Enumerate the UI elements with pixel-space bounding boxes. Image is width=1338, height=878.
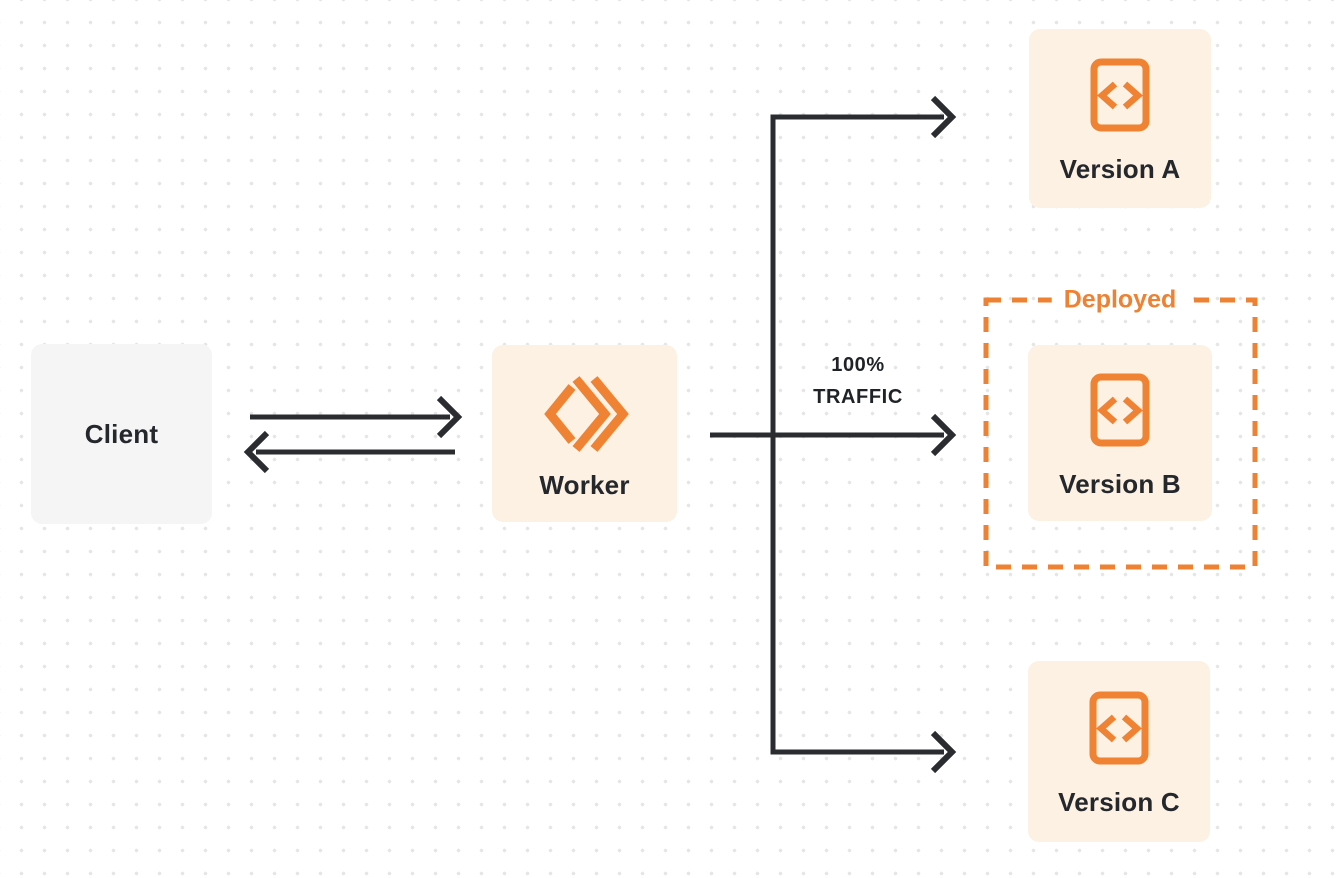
worker-node: Worker — [492, 345, 677, 522]
traffic-label: 100% TRAFFIC — [788, 349, 928, 413]
arrow-to-version-b — [773, 413, 957, 457]
code-file-icon — [1090, 58, 1150, 132]
client-to-worker-arrow — [250, 395, 463, 439]
worker-node-label: Worker — [539, 470, 630, 500]
arrow-to-version-c — [770, 730, 957, 774]
version-a-node-label: Version A — [1059, 154, 1181, 184]
version-c-node: Version C — [1028, 661, 1210, 842]
version-a-node: Version A — [1029, 29, 1211, 208]
workers-logo-icon — [543, 376, 629, 452]
version-c-node-label: Version C — [1058, 787, 1180, 817]
traffic-label-line2: TRAFFIC — [813, 386, 903, 408]
deployed-label: Deployed — [1051, 285, 1189, 315]
client-node-label: Client — [84, 418, 159, 449]
version-b-node-label: Version B — [1059, 468, 1181, 499]
traffic-label-line1: 100% — [831, 354, 885, 376]
branch-line — [710, 117, 776, 752]
code-file-icon — [1090, 373, 1150, 446]
worker-to-client-arrow — [243, 430, 455, 474]
client-node: Client — [31, 344, 212, 524]
code-file-icon — [1089, 691, 1149, 765]
arrow-to-version-a — [770, 95, 957, 139]
version-b-node: Version B — [1028, 345, 1212, 521]
